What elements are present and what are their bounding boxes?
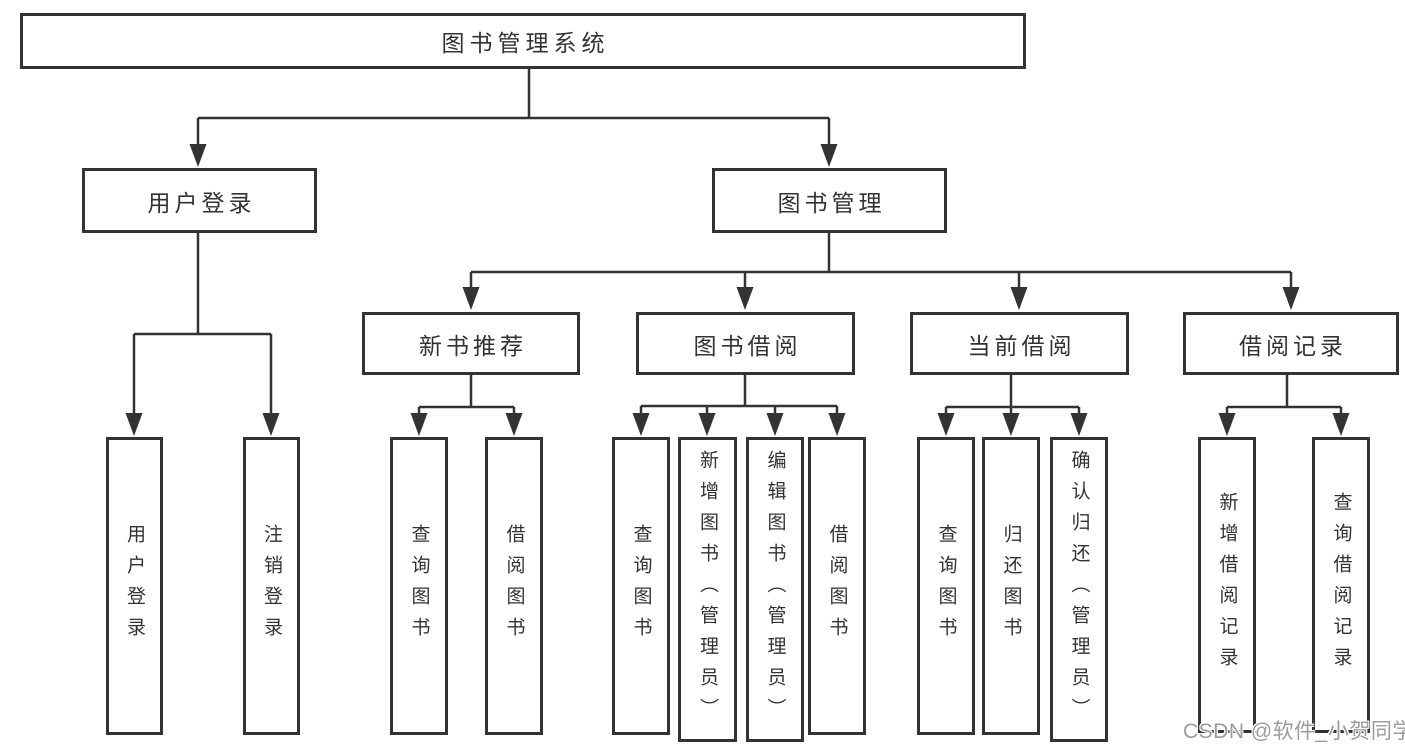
leaf-user-login: 用户登录: [106, 437, 163, 735]
leaf-logout-login: 注销登录: [243, 437, 300, 735]
leaf-borrow-books-recommend: 借阅图书: [485, 437, 543, 735]
leaf-logout-login-label: 注销登录: [261, 524, 282, 648]
node-new-book-recommend-label: 新书推荐: [419, 332, 527, 359]
node-library-system-label: 图书管理系统: [441, 30, 610, 56]
leaf-search-books-borrow-label: 查询图书: [630, 524, 652, 648]
leaf-confirm-return-admin: 确认归还（管理员）: [1050, 437, 1108, 742]
node-current-borrow-label: 当前借阅: [967, 332, 1076, 359]
csdn-watermark: CSDN @软件_小贺同学: [1183, 720, 1405, 743]
leaf-return-books-label: 归还图书: [1000, 524, 1022, 648]
leaf-search-books-current-label: 查询图书: [935, 524, 957, 648]
node-book-management: 图书管理: [712, 168, 947, 233]
node-book-management-label: 图书管理: [777, 189, 886, 216]
leaf-borrow-books-recommend-label: 借阅图书: [503, 524, 525, 648]
leaf-add-books-admin: 新增图书（管理员）: [678, 437, 737, 742]
leaf-confirm-return-admin-label: 确认归还（管理员）: [1068, 450, 1090, 729]
leaf-add-borrow-record-label: 新增借阅记录: [1216, 492, 1238, 678]
node-current-borrow: 当前借阅: [910, 312, 1129, 375]
node-book-borrow-label: 图书借阅: [693, 332, 802, 359]
leaf-borrow-books-borrow: 借阅图书: [808, 437, 866, 735]
node-borrow-records: 借阅记录: [1183, 312, 1399, 375]
node-book-borrow: 图书借阅: [636, 312, 855, 375]
leaf-search-books-recommend: 查询图书: [390, 437, 448, 735]
leaf-edit-books-admin-label: 编辑图书（管理员）: [764, 450, 786, 729]
leaf-add-books-admin-label: 新增图书（管理员）: [697, 450, 718, 729]
leaf-search-borrow-record: 查询借阅记录: [1312, 437, 1370, 733]
leaf-search-borrow-record-label: 查询借阅记录: [1330, 492, 1352, 678]
leaf-borrow-books-borrow-label: 借阅图书: [826, 524, 848, 648]
leaf-search-books-recommend-label: 查询图书: [408, 524, 430, 648]
leaf-search-books-current: 查询图书: [917, 437, 975, 735]
node-user-login: 用户登录: [82, 168, 317, 233]
node-library-system: 图书管理系统: [20, 13, 1026, 69]
node-borrow-records-label: 借阅记录: [1239, 332, 1347, 359]
node-user-login-label: 用户登录: [147, 189, 256, 216]
leaf-user-login-label: 用户登录: [124, 524, 145, 648]
node-new-book-recommend: 新书推荐: [362, 312, 580, 375]
leaf-edit-books-admin: 编辑图书（管理员）: [746, 437, 804, 742]
leaf-add-borrow-record: 新增借阅记录: [1198, 437, 1256, 733]
leaf-return-books: 归还图书: [982, 437, 1040, 735]
leaf-search-books-borrow: 查询图书: [612, 437, 670, 735]
